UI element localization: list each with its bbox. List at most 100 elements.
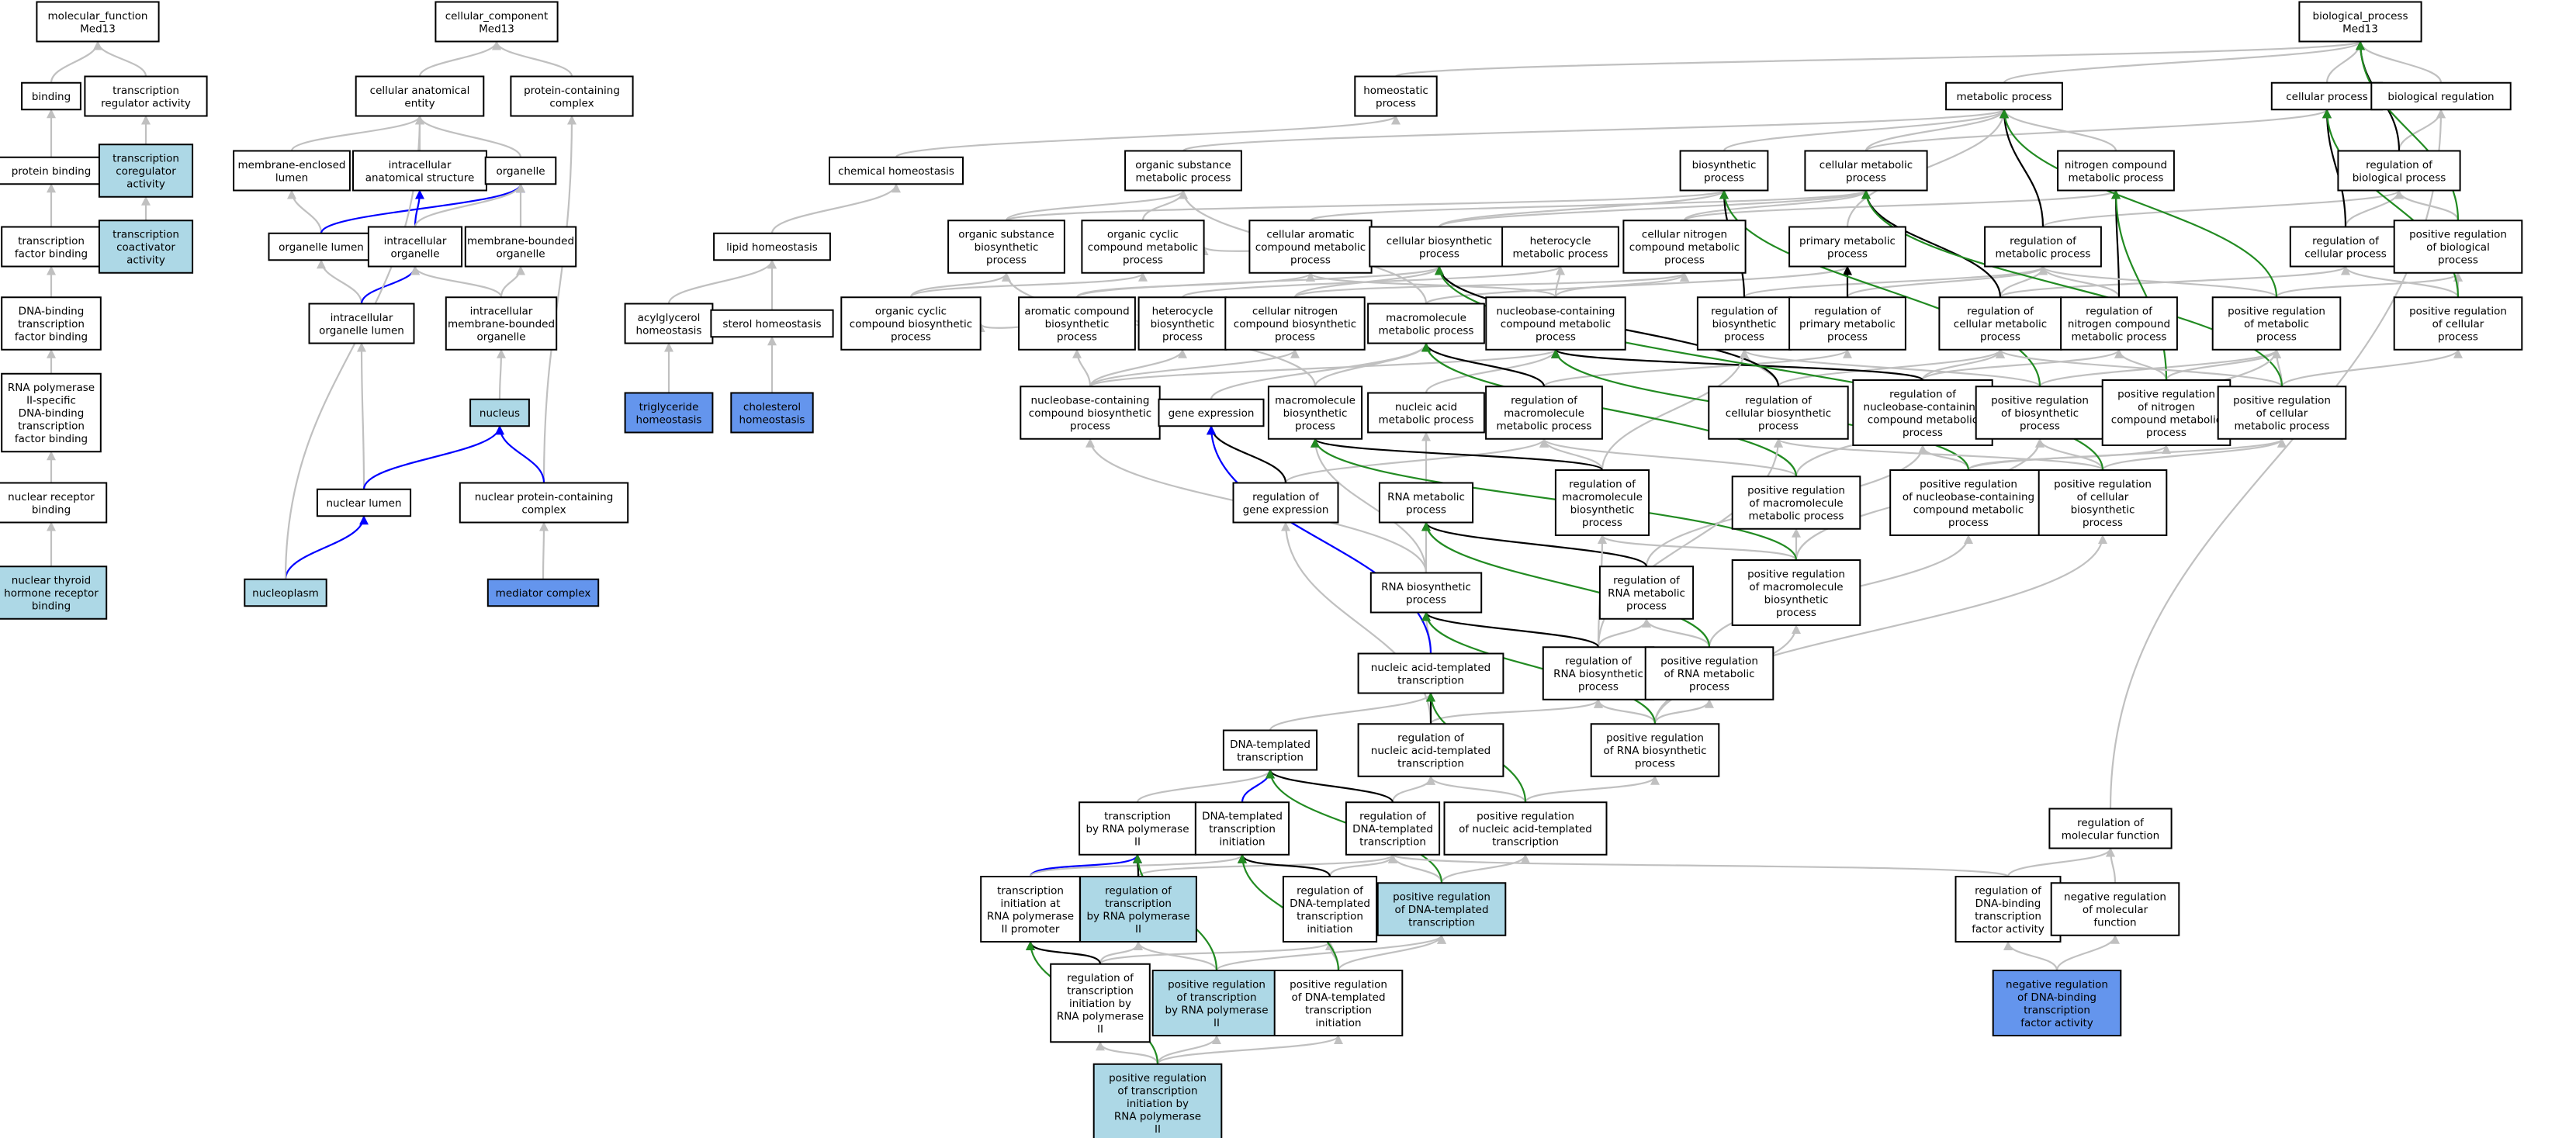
term-node-nucleoplasm[interactable]: nucleoplasm (244, 578, 327, 607)
term-node-geneExp[interactable]: gene expression (1158, 398, 1265, 427)
term-node-lipidHomeo[interactable]: lipid homeostasis (713, 232, 831, 261)
term-node-nucleus[interactable]: nucleus (469, 398, 530, 427)
term-node-metab[interactable]: metabolic process (1945, 81, 2063, 111)
term-node-mediator[interactable]: mediator complex (486, 578, 600, 607)
term-node-nucLumen[interactable]: nuclear lumen (316, 488, 412, 517)
term-node-bind[interactable]: binding (21, 81, 81, 111)
term-node-org[interactable]: organelle (484, 156, 557, 185)
term-node-bioReg[interactable]: biological regulation (2370, 81, 2512, 111)
term-node-sterolHomeo[interactable]: sterol homeostasis (710, 309, 834, 338)
term-node-protBind[interactable]: protein binding (0, 156, 105, 185)
term-node-chemHomeo[interactable]: chemical homeostasis (829, 156, 964, 185)
term-node-cellProc[interactable]: cellular process (2270, 81, 2384, 111)
